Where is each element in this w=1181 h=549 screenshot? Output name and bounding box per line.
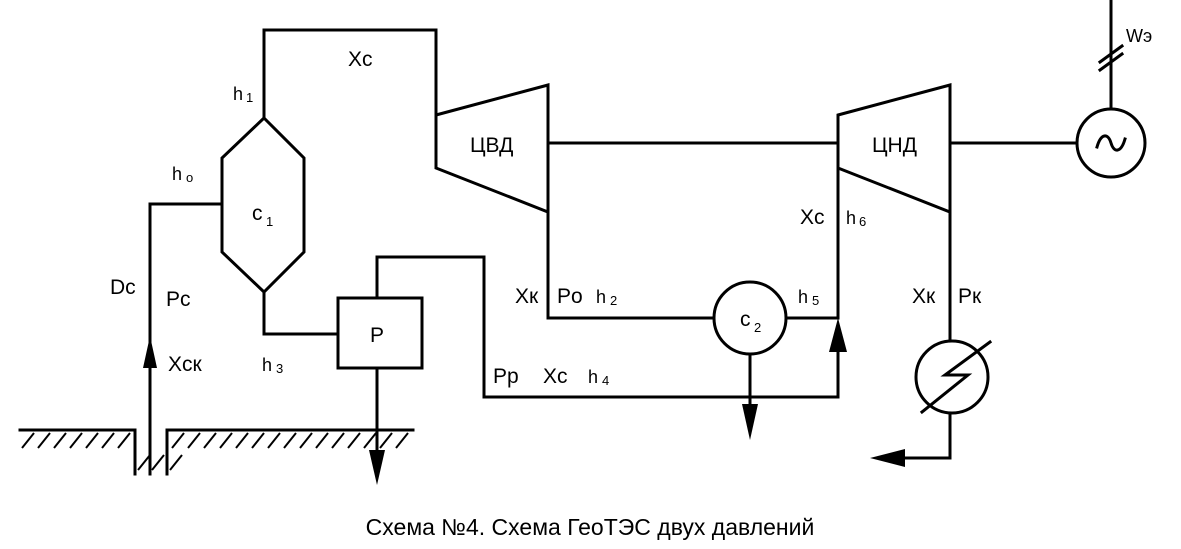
- label-h2-sub: 2: [610, 293, 617, 308]
- label-h0-sub: o: [186, 170, 193, 185]
- label-xck: Xск: [168, 353, 203, 376]
- label-h1: h: [233, 84, 243, 104]
- c2-drain: [742, 352, 758, 440]
- condenser: [914, 339, 990, 415]
- expander-drain: [369, 366, 385, 485]
- label-h4: h: [588, 367, 598, 387]
- label-h0: h: [172, 164, 182, 184]
- condenser-drain: [870, 411, 952, 467]
- label-h4-sub: 4: [602, 373, 609, 388]
- label-xk-mid: Xк: [515, 285, 539, 308]
- label-c1: c: [252, 202, 263, 225]
- label-h3-sub: 3: [276, 361, 283, 376]
- label-h5-sub: 5: [812, 293, 819, 308]
- condenser-coil: [919, 339, 993, 415]
- label-c2-sub: 2: [754, 320, 761, 335]
- steam-line-top: [262, 28, 438, 120]
- label-pk: Pк: [958, 285, 982, 308]
- label-h6: h: [846, 208, 856, 228]
- label-cnd: ЦНД: [872, 134, 917, 157]
- label-p: P: [370, 324, 384, 347]
- label-h2: h: [596, 287, 606, 307]
- label-po: Po: [557, 285, 583, 308]
- label-cvd: ЦВД: [470, 134, 513, 157]
- output-tick-2: [1097, 51, 1125, 73]
- label-pc: Pc: [166, 288, 191, 311]
- lp-steam-line: [375, 255, 840, 399]
- label-c1-sub: 1: [266, 214, 273, 229]
- flow-arrow-up: [829, 318, 847, 352]
- condensate-line-c1: [262, 290, 340, 336]
- label-xk-right: Xк: [912, 285, 936, 308]
- label-we: Wэ: [1126, 26, 1152, 46]
- output-tick-1: [1097, 43, 1125, 65]
- expander-p-box: [336, 296, 424, 370]
- label-dc: Dc: [110, 276, 136, 299]
- label-xc-right: Xc: [800, 206, 825, 229]
- label-h5: h: [798, 287, 808, 307]
- label-h3: h: [262, 355, 272, 375]
- hp-exhaust-line: [546, 210, 716, 320]
- ground-hatching: [18, 428, 415, 476]
- label-h6-sub: 6: [859, 214, 866, 229]
- label-pp: Pp: [493, 365, 519, 388]
- label-xc-top: Xc: [348, 48, 373, 71]
- diagram-caption: Схема №4. Схема ГеоТЭС двух давлений: [366, 514, 815, 540]
- separator-c1: [220, 115, 306, 295]
- label-h1-sub: 1: [246, 90, 253, 105]
- generator-sine: [1095, 134, 1127, 152]
- well-pipe: [143, 202, 224, 476]
- label-c2: c: [740, 308, 751, 331]
- label-xc-bottom: Xc: [543, 365, 568, 388]
